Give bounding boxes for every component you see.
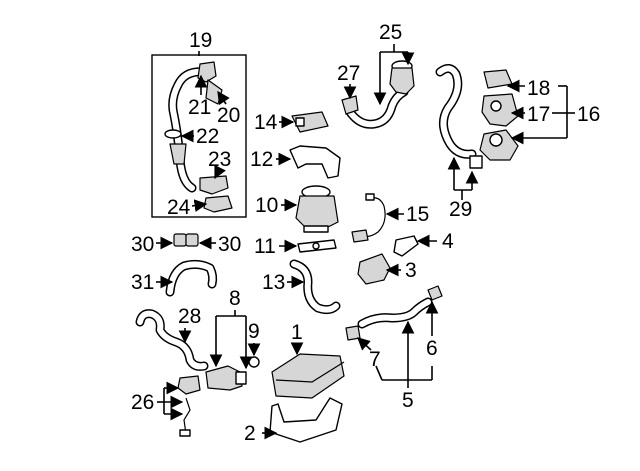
part-29-hose — [435, 64, 483, 169]
leader-7 — [357, 337, 372, 351]
part-5-hose — [357, 297, 433, 329]
part-26-fitting — [177, 375, 201, 437]
callout-25: 25 — [379, 21, 402, 44]
callout-10: 10 — [255, 194, 278, 217]
part-12-bracket — [289, 145, 341, 179]
callout-30-left: 30 — [131, 233, 154, 256]
part-1-canister — [271, 353, 345, 399]
callout-3: 3 — [405, 259, 417, 282]
callout-17: 17 — [527, 103, 550, 126]
leader-24 — [191, 199, 208, 212]
part-14-sensor — [291, 111, 329, 133]
part-28-hose — [135, 309, 209, 371]
callout-13: 13 — [262, 271, 285, 294]
part-15-sensor — [351, 193, 386, 243]
callout-6: 6 — [426, 337, 438, 360]
part-6-sensor — [427, 285, 443, 301]
part-7-fitting — [345, 325, 361, 341]
callout-21: 21 — [188, 96, 211, 119]
callout-23: 23 — [208, 148, 231, 171]
leader-7-b — [375, 365, 383, 381]
inset-valve — [199, 175, 233, 213]
part-13-pipe — [289, 259, 341, 315]
callout-27: 27 — [337, 62, 360, 85]
leader-20 — [217, 90, 230, 106]
part-3-module — [357, 253, 391, 285]
callout-7: 7 — [369, 348, 381, 371]
callout-11: 11 — [254, 235, 276, 258]
callout-9: 9 — [248, 320, 260, 343]
part-31-pipe — [165, 259, 218, 297]
inset-clamp — [164, 129, 187, 165]
leader-23 — [214, 164, 226, 180]
part-10-egr-valve — [295, 185, 339, 233]
callout-4: 4 — [442, 230, 454, 253]
part-30-clips — [173, 233, 199, 247]
callout-26: 26 — [131, 391, 154, 414]
callout-16: 16 — [577, 103, 600, 126]
callout-5: 5 — [402, 389, 414, 412]
callout-29: 29 — [449, 198, 472, 221]
callout-14: 14 — [254, 111, 278, 134]
callout-22: 22 — [196, 125, 219, 148]
callout-12: 12 — [250, 148, 273, 171]
callout-8: 8 — [229, 287, 241, 310]
callout-1: 1 — [291, 321, 303, 344]
part-9-ring — [248, 356, 260, 368]
part-11-gasket — [297, 239, 337, 253]
callout-20: 20 — [217, 104, 240, 127]
callout-28: 28 — [178, 305, 201, 328]
part-16-air-pump — [479, 69, 519, 161]
part-8-valve — [205, 365, 247, 391]
callout-19: 19 — [189, 29, 212, 52]
callout-24: 24 — [167, 196, 191, 219]
callout-31: 31 — [131, 271, 154, 294]
inset-hose — [168, 67, 210, 193]
part-25-valve-hose — [341, 60, 415, 129]
callout-18: 18 — [527, 77, 550, 100]
part-4-bracket — [393, 235, 419, 257]
callout-30-right: 30 — [218, 233, 241, 256]
callout-2: 2 — [244, 422, 256, 445]
part-2-bracket — [269, 397, 343, 443]
callout-15: 15 — [406, 203, 429, 226]
